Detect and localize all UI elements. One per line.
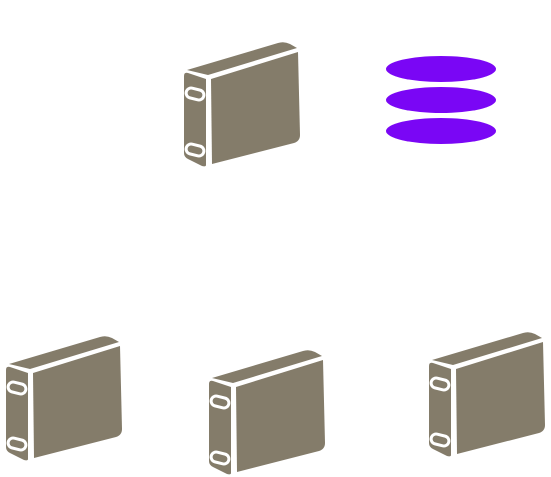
- server-icon-top: [178, 36, 306, 172]
- server-icon-bottom-center: [203, 344, 331, 477]
- server-icon-bottom-left: [0, 330, 128, 466]
- database-icon: [386, 56, 496, 144]
- server-icon-bottom-right: [423, 326, 551, 462]
